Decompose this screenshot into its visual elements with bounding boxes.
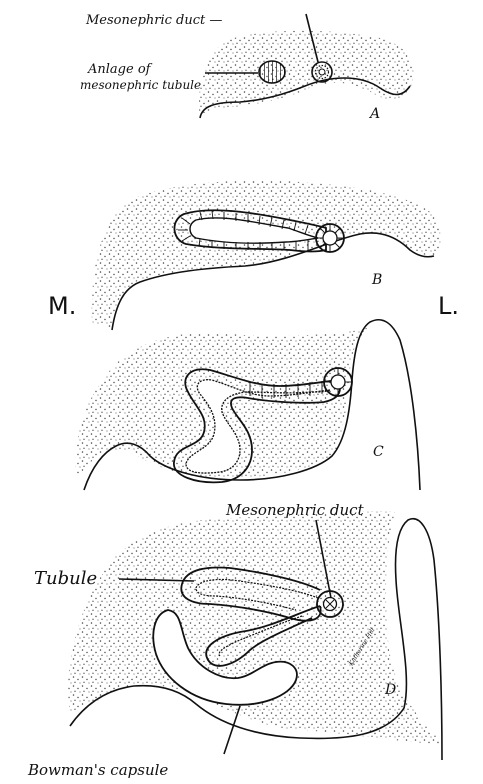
mesonephric-duct-c — [324, 368, 352, 396]
panel-b-mesenchyme — [92, 181, 441, 328]
panel-a-mesenchyme — [199, 31, 413, 118]
panel-d: Mesonephric duct Tubule Bowman's capsule… — [27, 501, 442, 779]
panel-a: Mesonephric duct — Anlage of mesonephric… — [80, 13, 413, 122]
anlage-label-line2: mesonephric tubule — [80, 78, 201, 92]
bowmans-capsule-leader-line — [224, 706, 240, 754]
tubule-label: Tubule — [34, 568, 97, 589]
medial-label: M. — [48, 292, 76, 320]
panel-b: B — [92, 181, 441, 330]
bowmans-capsule-label: Bowman's capsule — [27, 761, 168, 779]
anlage-label-line1: Anlage of — [87, 62, 153, 77]
lateral-label: L. — [438, 292, 459, 320]
panel-d-mesenchyme — [68, 512, 440, 744]
mesonephric-duct-top-label: Mesonephric duct — — [85, 13, 222, 28]
panel-c-letter: C — [373, 444, 384, 460]
panel-b-letter: B — [371, 272, 382, 288]
panel-c: C — [75, 320, 420, 490]
panel-a-letter: A — [368, 106, 380, 122]
mesonephric-duct-b — [316, 224, 344, 252]
mesonephric-duct-d-label: Mesonephric duct — [225, 501, 365, 519]
panel-d-letter: D — [384, 682, 396, 698]
anlage-mesonephric-tubule — [259, 61, 285, 83]
